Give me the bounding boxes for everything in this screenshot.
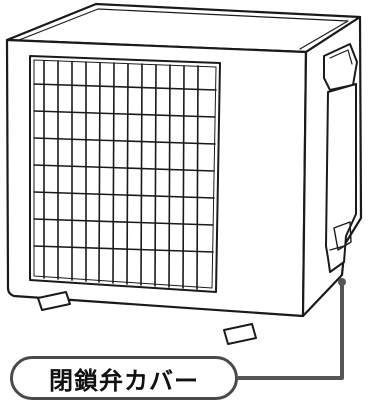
unit-top-inner-edge — [13, 8, 349, 50]
fan-grille-frame — [29, 55, 221, 293]
callout-label-box: 閉鎖弁カバー — [10, 356, 238, 400]
right-foot — [223, 323, 257, 345]
service-valve-cover — [325, 83, 357, 273]
fan-grille-bars — [33, 60, 217, 290]
callout-label: 閉鎖弁カバー — [49, 366, 199, 395]
callout-leader-line — [238, 282, 344, 380]
left-foot — [37, 291, 71, 311]
callout-pointer-dot — [338, 278, 346, 286]
